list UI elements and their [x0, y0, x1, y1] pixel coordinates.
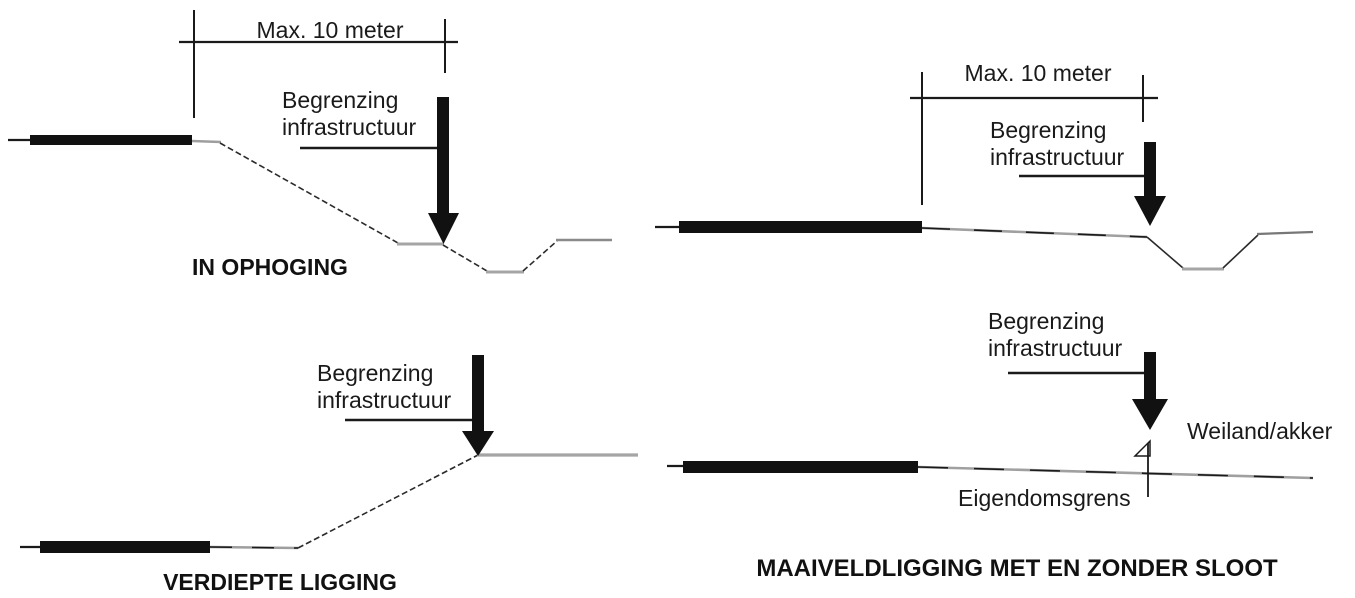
boundary-arrow-icon: [1134, 142, 1166, 226]
shoulder-line: [191, 139, 222, 144]
land-use-label: Weiland/akker: [1187, 418, 1333, 444]
panel-caption-in-ophoging: IN OPHOGING: [192, 254, 348, 280]
shoulder-line-dashes: [209, 546, 299, 549]
ground-line-dashes: [921, 227, 1148, 238]
dimension-label: Max. 10 meter: [964, 60, 1112, 86]
track-bar: [679, 221, 922, 233]
boundary-label-line1: Begrenzing: [282, 87, 399, 113]
ditch-up-line: [522, 240, 558, 272]
ditch-down-line: [1146, 236, 1184, 269]
boundary-label-line1: Begrenzing: [988, 308, 1105, 334]
track-bar: [683, 461, 918, 473]
boundary-arrow-icon: [428, 97, 459, 244]
boundary-label-line2: infrastructuur: [317, 387, 452, 413]
panel-caption-verdiepte-ligging: VERDIEPTE LIGGING: [163, 569, 397, 595]
property-boundary-triangle-marker-icon: [1133, 439, 1151, 457]
panel-in-ophoging-linework: [8, 10, 612, 274]
embankment-slope-line: [219, 142, 399, 244]
panel-maaiveldligging-linework: [667, 352, 1314, 497]
panel-maaiveld-top-linework: [655, 72, 1314, 271]
boundary-label-line2: infrastructuur: [990, 144, 1125, 170]
panel-verdiepte-ligging-linework: [20, 355, 638, 553]
ground-line-dashes: [917, 466, 1314, 479]
boundary-label-line2: infrastructuur: [988, 335, 1123, 361]
property-boundary-label: Eigendomsgrens: [958, 485, 1131, 511]
ditch-up-line: [1222, 234, 1259, 269]
dimension-label: Max. 10 meter: [256, 17, 404, 43]
boundary-label-line1: Begrenzing: [317, 360, 434, 386]
cut-slope-line: [297, 454, 479, 549]
boundary-arrow-icon: [462, 355, 494, 456]
boundary-label-line1: Begrenzing: [990, 117, 1107, 143]
track-bar: [40, 541, 210, 553]
panel-caption-maaiveldligging: MAAIVELDLIGGING MET EN ZONDER SLOOT: [756, 555, 1278, 582]
track-bar: [30, 135, 192, 145]
ditch-down-line: [442, 244, 488, 272]
field-line: [1256, 230, 1314, 236]
boundary-arrow-icon: [1132, 352, 1168, 430]
boundary-label-line2: infrastructuur: [282, 114, 417, 140]
